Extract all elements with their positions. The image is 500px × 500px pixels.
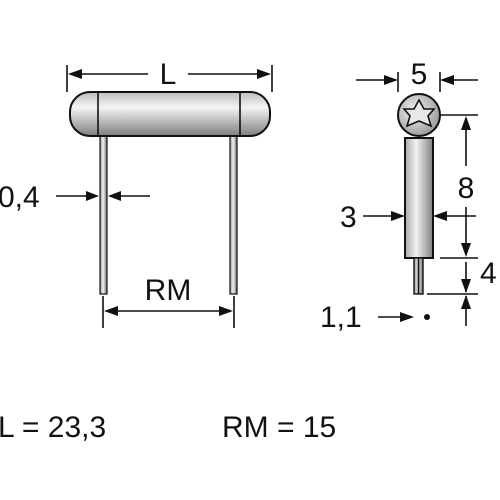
- pin-width-dimension: 1,1: [320, 301, 414, 334]
- len8-arrow-bottom: [461, 243, 471, 257]
- lead-spacing-dimension: RM: [102, 274, 235, 328]
- pin4-arrow-top: [461, 279, 471, 293]
- left-lead: [99, 111, 108, 295]
- rm-arrow-right: [219, 306, 233, 316]
- body-diameter-label: 5: [411, 58, 428, 91]
- right-lead: [229, 111, 238, 295]
- lead-diameter-arrow-left: [86, 191, 99, 201]
- front-view: L 0,4 RM: [0, 58, 273, 328]
- pin11-arrow-left: [400, 312, 414, 322]
- w3-arrow-right: [433, 211, 447, 221]
- lead-diameter-arrow-right: [108, 191, 121, 201]
- resistor-body: [69, 91, 271, 137]
- formulas: L = 23,3 RM = 15: [0, 411, 336, 444]
- w3-arrow-left: [391, 211, 405, 221]
- pin-width-label: 1,1: [320, 301, 362, 334]
- side-terminal: [404, 137, 434, 259]
- diam-arrow-right: [440, 75, 454, 85]
- length-arrow-right: [257, 69, 271, 79]
- pin-length-dimension: 4: [427, 257, 497, 326]
- lead-length-dimension: 8: [440, 114, 478, 259]
- star-icon: [402, 98, 436, 128]
- lead-length-label: 8: [458, 172, 475, 205]
- lead-width-dimension: 3: [340, 201, 476, 234]
- pin-length-label: 4: [480, 257, 497, 290]
- side-view: 5 8 3: [320, 58, 497, 334]
- lead-diameter-label: 0,4: [0, 181, 40, 214]
- pin-dot: [424, 314, 430, 320]
- body-diameter-dimension: 5: [356, 58, 478, 92]
- length-label: L: [160, 58, 177, 91]
- length-arrow-left: [68, 69, 82, 79]
- lead-spacing-label: RM: [145, 274, 192, 307]
- lead-diameter-dimension: 0,4: [0, 181, 150, 214]
- length-dimension: L: [66, 58, 273, 92]
- length-formula: L = 23,3: [0, 411, 106, 444]
- rm-arrow-left: [104, 306, 118, 316]
- diam-arrow-left: [384, 75, 398, 85]
- len8-arrow-top: [461, 116, 471, 130]
- end-cap: [397, 93, 441, 137]
- lead-width-label: 3: [340, 201, 357, 234]
- pin4-arrow-bottom: [461, 295, 471, 309]
- spacing-formula: RM = 15: [222, 411, 336, 444]
